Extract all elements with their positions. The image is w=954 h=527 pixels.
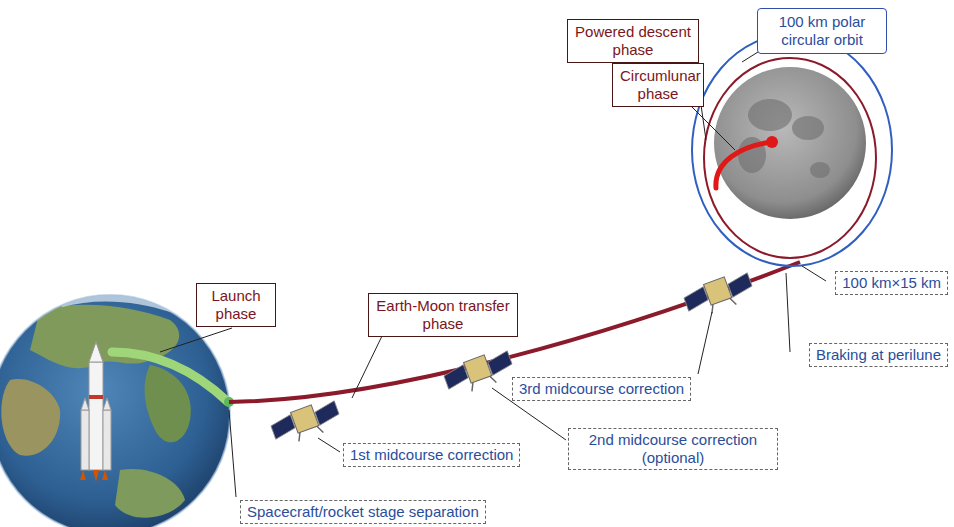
node-text: 100 km×15 km	[842, 274, 941, 292]
leader-line	[802, 266, 826, 281]
spacecraft	[269, 397, 343, 448]
rocket-booster	[81, 410, 89, 470]
rocket-fairing	[89, 342, 103, 362]
node-text: Circumlunar phase	[620, 67, 696, 103]
node-text: Spacecraft/rocket stage separation	[247, 503, 479, 521]
event-label-box: 3rd midcourse correction	[512, 377, 691, 401]
spacecraft-body	[291, 405, 319, 433]
leader-line	[786, 273, 790, 352]
event-label-box: 100 km×15 km	[835, 271, 948, 295]
leader-line	[352, 336, 382, 398]
leader-line	[698, 312, 712, 374]
rocket-flame	[80, 470, 108, 482]
node-text: Powered descent phase	[575, 23, 691, 59]
landing-leg	[709, 297, 736, 313]
node-text: Earth-Moon transfer phase	[376, 297, 510, 333]
phase-box: Launch phase	[196, 283, 276, 327]
transfer-trajectory	[229, 262, 800, 402]
polar-circular-orbit	[692, 34, 892, 266]
rocket-core	[89, 362, 103, 470]
rocket-booster	[103, 410, 111, 470]
booster-nose	[81, 398, 111, 410]
spacecraft	[442, 347, 516, 398]
powered-descent-trajectory	[716, 142, 772, 188]
event-label-box: 2nd midcourse correction (optional)	[568, 428, 778, 470]
leader-line	[318, 438, 340, 452]
atmosphere	[0, 295, 230, 527]
launch-trajectory	[112, 352, 228, 402]
orbit-box: 100 km polar circular orbit	[757, 8, 887, 54]
event-label-box: 1st midcourse correction	[343, 443, 520, 467]
mare	[792, 116, 824, 140]
node-text: 100 km polar circular orbit	[766, 13, 878, 49]
spacecraft-body	[464, 355, 492, 383]
event-label-box: Spacecraft/rocket stage separation	[240, 500, 486, 524]
landing-point	[766, 136, 778, 148]
node-text: 3rd midcourse correction	[519, 380, 684, 398]
land-mass	[115, 469, 185, 518]
cloud	[60, 294, 175, 312]
elliptical-orbit	[704, 58, 876, 258]
rocket	[80, 342, 111, 482]
leader-line	[229, 410, 236, 497]
leader-line	[742, 52, 758, 62]
landing-leg	[469, 375, 496, 391]
spacecraft	[682, 269, 756, 320]
node-text: Braking at perilune	[816, 346, 941, 364]
phase-box: Circumlunar phase	[612, 63, 704, 107]
land-mass	[1, 379, 60, 456]
moon	[714, 67, 866, 219]
node-text: Launch phase	[204, 287, 268, 323]
rocket-stripe	[89, 395, 103, 399]
event-label-box: Braking at perilune	[809, 343, 948, 367]
node-text: 1st midcourse correction	[350, 446, 513, 464]
phase-box: Powered descent phase	[567, 19, 699, 63]
node-text: 2nd midcourse correction (optional)	[575, 431, 771, 467]
mare	[748, 99, 792, 131]
lunar-maria	[738, 99, 830, 178]
mare	[810, 162, 830, 178]
spacecraft-body	[704, 277, 732, 305]
earth-globe	[0, 295, 230, 527]
leader-line	[160, 328, 232, 352]
land-mass	[145, 365, 191, 442]
leader-lines	[160, 52, 826, 497]
phase-box: Earth-Moon transfer phase	[368, 293, 518, 337]
earth	[0, 294, 230, 527]
